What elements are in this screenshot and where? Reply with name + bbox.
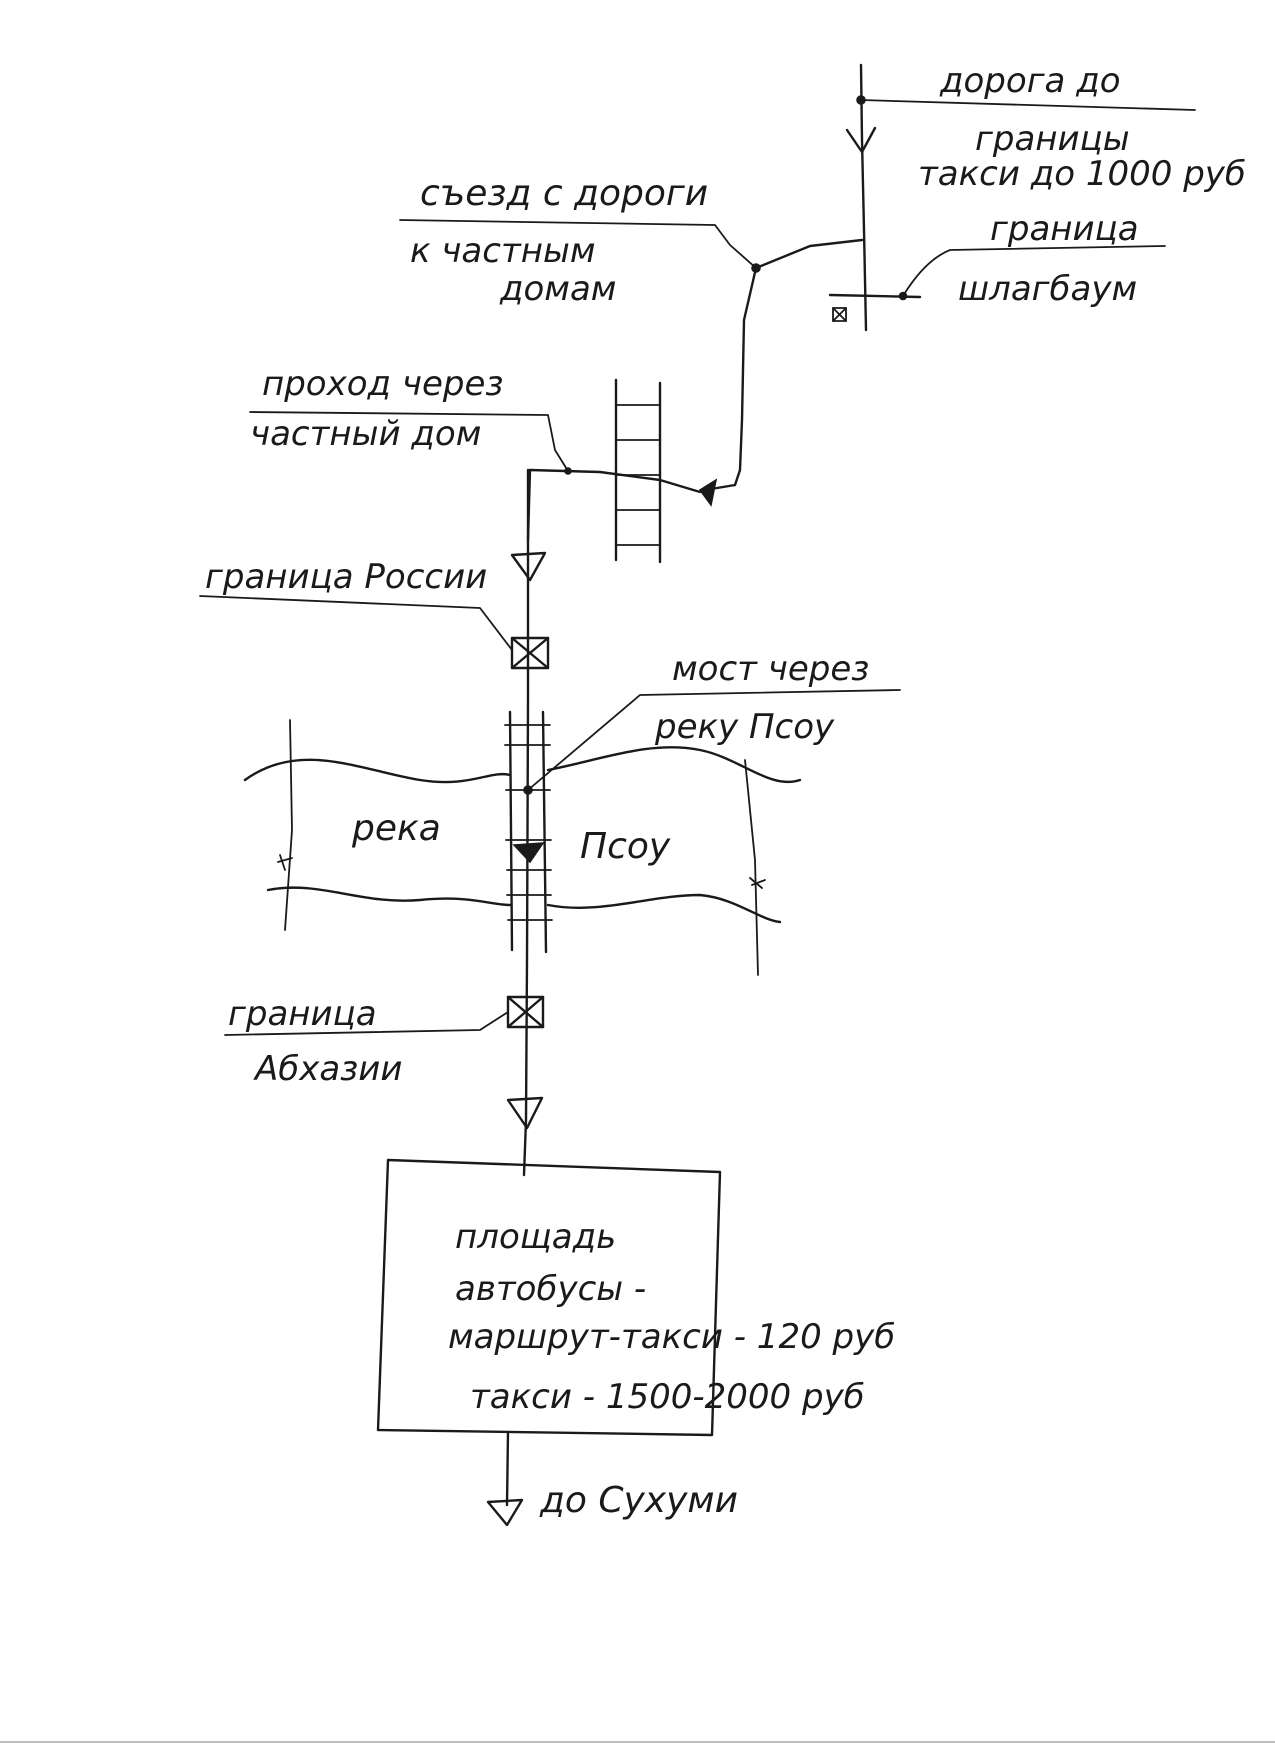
route-to-sukhumi <box>486 1430 524 1527</box>
border-gate-line-1: граница <box>990 209 1139 249</box>
square-line-2: автобусы - <box>455 1269 646 1309</box>
square-line-3: маршрут-такси - 120 руб <box>448 1317 895 1357</box>
bridge <box>504 689 901 954</box>
exit-road <box>399 219 864 487</box>
label-river-left: река <box>351 808 441 849</box>
square-line-1: площадь <box>455 1217 616 1257</box>
checkpoint-russia <box>199 595 550 670</box>
private-house <box>614 378 662 564</box>
label-border-gate: граница шлагбаум <box>958 209 1139 309</box>
exit-line-2: к частным <box>410 231 596 271</box>
abkhazia-line-2: Абхазии <box>253 1049 402 1089</box>
label-road-to-border: дорога до границы такси до 1000 руб <box>918 61 1246 194</box>
exit-line-3: домам <box>499 269 616 309</box>
exit-line-1: съезд с дороги <box>420 173 708 214</box>
label-border-russia: граница России <box>205 557 487 597</box>
label-exit-from-road: съезд с дороги к частным домам <box>410 173 708 309</box>
passage-line-2: частный дом <box>250 414 481 454</box>
road-to-border-line-1: дорога до <box>939 61 1121 101</box>
bridge-line-1: мост через <box>672 649 869 689</box>
label-passage: проход через частный дом <box>250 364 503 454</box>
square-line-4: такси - 1500-2000 руб <box>470 1377 865 1417</box>
path-through-house <box>249 411 737 542</box>
label-border-abkhazia: граница Абхазии <box>228 994 402 1089</box>
main-route <box>506 468 547 1177</box>
square-box <box>376 1158 722 1437</box>
abkhazia-line-1: граница <box>228 994 377 1034</box>
river <box>243 719 802 976</box>
passage-line-1: проход через <box>262 364 503 404</box>
label-river-right: Псоу <box>580 826 671 867</box>
label-square: площадь автобусы - маршрут-такси - 120 р… <box>448 1217 895 1417</box>
checkpoint-abkhazia <box>224 995 545 1036</box>
road-to-border-line-3: такси до 1000 руб <box>918 154 1246 194</box>
main-road <box>845 63 1196 332</box>
bridge-line-2: реку Псоу <box>654 707 835 747</box>
border-gate <box>828 245 1166 322</box>
label-to-sukhumi: до Сухуми <box>539 1480 738 1521</box>
border-gate-line-2: шлагбаум <box>958 269 1137 309</box>
road-to-border-line-2: границы <box>975 119 1130 159</box>
label-bridge: мост через реку Псоу <box>654 649 869 747</box>
